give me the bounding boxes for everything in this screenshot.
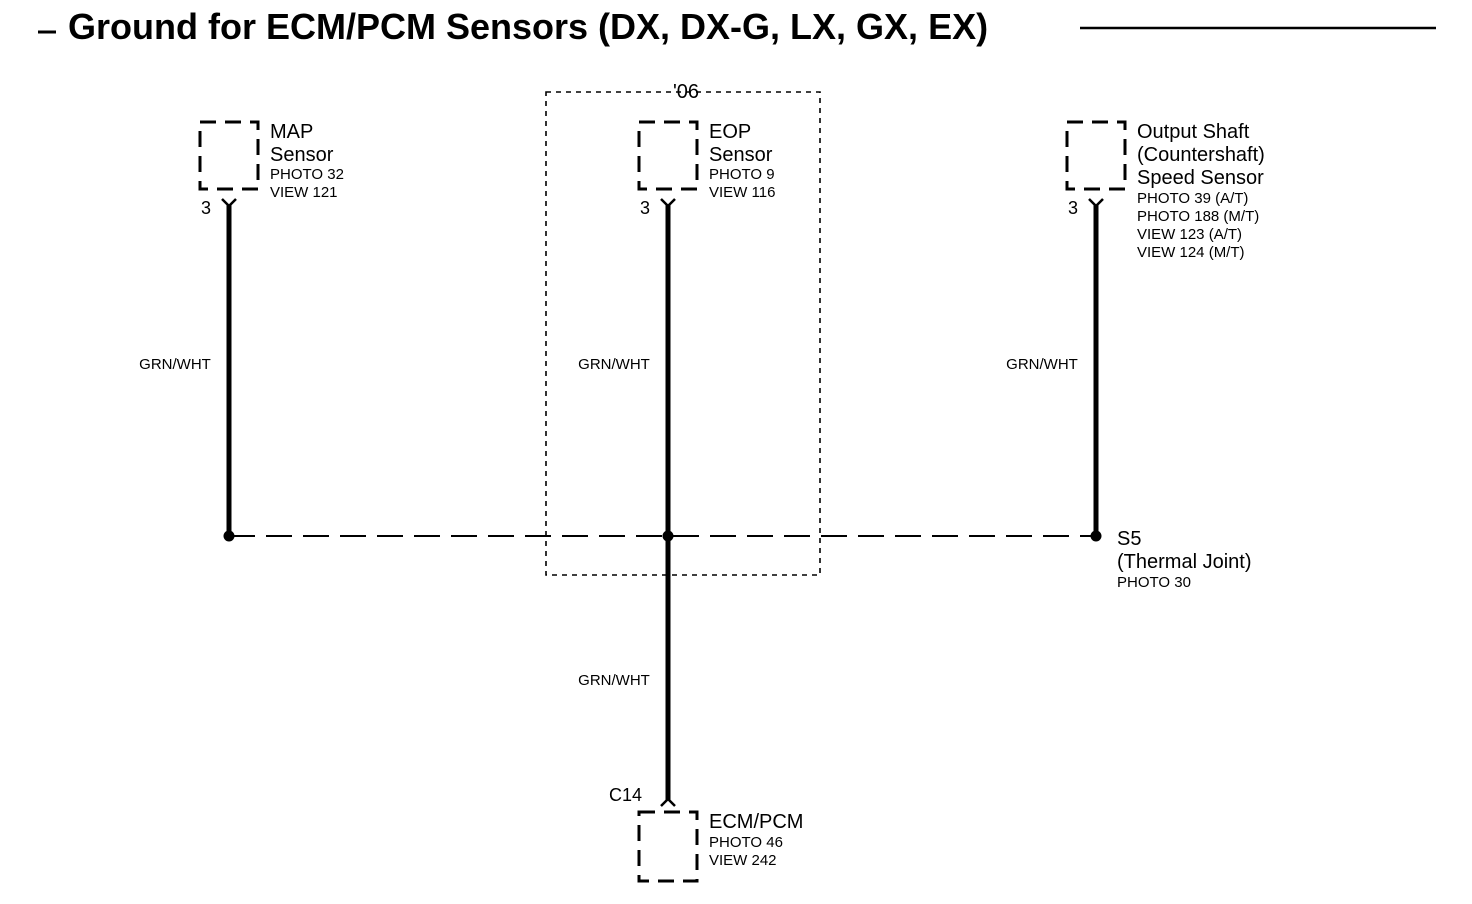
ecm-pcm-pin: C14 xyxy=(609,785,642,805)
output-shaft-pin: 3 xyxy=(1068,198,1078,218)
ecm-wire-color: GRN/WHT xyxy=(578,672,650,689)
output-shaft-ref-1: PHOTO 39 (A/T) xyxy=(1137,190,1248,207)
eop-sensor-terminal-icon xyxy=(660,198,676,208)
map-wire-color: GRN/WHT xyxy=(139,356,211,373)
eop-sensor-pin: 3 xyxy=(640,198,650,218)
ecm-pcm-name: ECM/PCM xyxy=(709,811,803,833)
output-shaft-terminal-icon xyxy=(1088,198,1104,208)
output-shaft-ref-2: PHOTO 188 (M/T) xyxy=(1137,208,1259,225)
eop-sensor-box xyxy=(637,120,699,191)
output-shaft-name-1: Output Shaft xyxy=(1137,121,1250,143)
map-sensor-name-1: MAP xyxy=(270,121,313,143)
ecm-pcm-ref-1: PHOTO 46 xyxy=(709,834,783,851)
splice-ref: PHOTO 30 xyxy=(1117,574,1191,591)
eop-sensor-ref-1: PHOTO 9 xyxy=(709,166,775,183)
ecm-pcm: C14 ECM/PCM PHOTO 46 VIEW 242 xyxy=(609,785,803,883)
output-shaft-sensor: Output Shaft (Countershaft) Speed Sensor… xyxy=(1065,120,1265,261)
ecm-pcm-box xyxy=(637,810,699,883)
output-shaft-ref-4: VIEW 124 (M/T) xyxy=(1137,244,1245,261)
map-sensor-ref-2: VIEW 121 xyxy=(270,184,338,201)
splice-name: S5 xyxy=(1117,528,1141,550)
output-wire-color: GRN/WHT xyxy=(1006,356,1078,373)
eop-sensor: EOP Sensor PHOTO 9 VIEW 116 3 xyxy=(637,120,775,218)
output-shaft-name-2: (Countershaft) xyxy=(1137,144,1265,166)
ecm-pcm-ref-2: VIEW 242 xyxy=(709,852,777,869)
eop-sensor-name-1: EOP xyxy=(709,121,751,143)
output-shaft-name-3: Speed Sensor xyxy=(1137,167,1264,189)
map-sensor: MAP Sensor PHOTO 32 VIEW 121 3 xyxy=(198,120,344,218)
year-option-label: '06 xyxy=(673,81,699,103)
map-sensor-pin: 3 xyxy=(201,198,211,218)
map-sensor-box xyxy=(198,120,260,191)
output-shaft-sensor-box xyxy=(1065,120,1127,191)
map-sensor-terminal-icon xyxy=(221,198,237,208)
eop-sensor-ref-2: VIEW 116 xyxy=(709,184,775,201)
splice-desc: (Thermal Joint) xyxy=(1117,551,1251,573)
diagram-title: Ground for ECM/PCM Sensors (DX, DX-G, LX… xyxy=(68,6,988,47)
eop-sensor-name-2: Sensor xyxy=(709,144,773,166)
year-option-box xyxy=(545,91,821,576)
eop-wire-color: GRN/WHT xyxy=(578,356,650,373)
map-sensor-ref-1: PHOTO 32 xyxy=(270,166,344,183)
ecm-pcm-terminal-icon xyxy=(660,797,676,807)
map-sensor-name-2: Sensor xyxy=(270,144,334,166)
output-shaft-ref-3: VIEW 123 (A/T) xyxy=(1137,226,1242,243)
